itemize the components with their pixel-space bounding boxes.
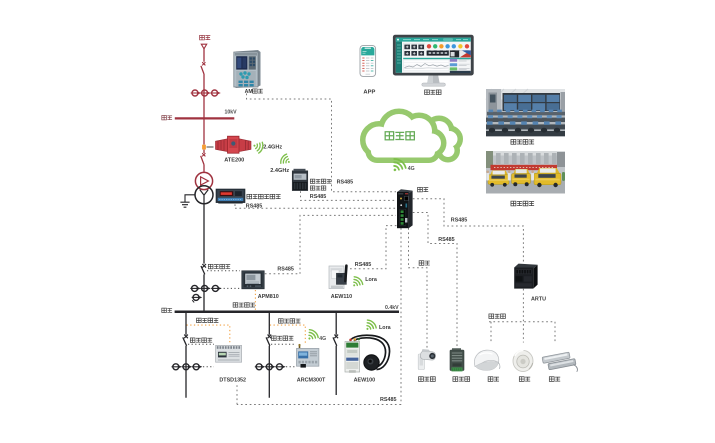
svg-text:ATE200: ATE200 (224, 158, 244, 164)
svg-text:RS485: RS485 (380, 397, 396, 403)
svg-text:4G: 4G (319, 336, 326, 342)
svg-text:RS485: RS485 (246, 203, 262, 209)
svg-text:RS485: RS485 (277, 267, 293, 273)
svg-text:2.4GHz: 2.4GHz (263, 144, 282, 150)
svg-text:ARTU: ARTU (531, 297, 546, 303)
svg-text:Lora: Lora (365, 277, 378, 283)
svg-text:DTSD1352: DTSD1352 (219, 378, 246, 384)
svg-text:RS485: RS485 (451, 218, 467, 224)
svg-text:RS485: RS485 (355, 262, 371, 268)
svg-text:APM810: APM810 (258, 294, 279, 300)
svg-text:AEW100: AEW100 (354, 378, 376, 384)
svg-text:Lora: Lora (379, 325, 392, 331)
svg-text:RS485: RS485 (438, 237, 454, 243)
svg-text:AM: AM (245, 89, 253, 95)
svg-text:10kV: 10kV (225, 109, 238, 115)
svg-text:APP: APP (363, 90, 375, 96)
svg-text:RS485: RS485 (310, 194, 326, 200)
svg-text:2.4GHz: 2.4GHz (270, 168, 289, 174)
svg-text:AEW110: AEW110 (331, 294, 352, 300)
svg-text:ARCM300T: ARCM300T (297, 378, 326, 384)
svg-text:0.4kV: 0.4kV (385, 305, 399, 311)
svg-text:4G: 4G (408, 166, 415, 172)
svg-text:RS485: RS485 (337, 180, 353, 186)
